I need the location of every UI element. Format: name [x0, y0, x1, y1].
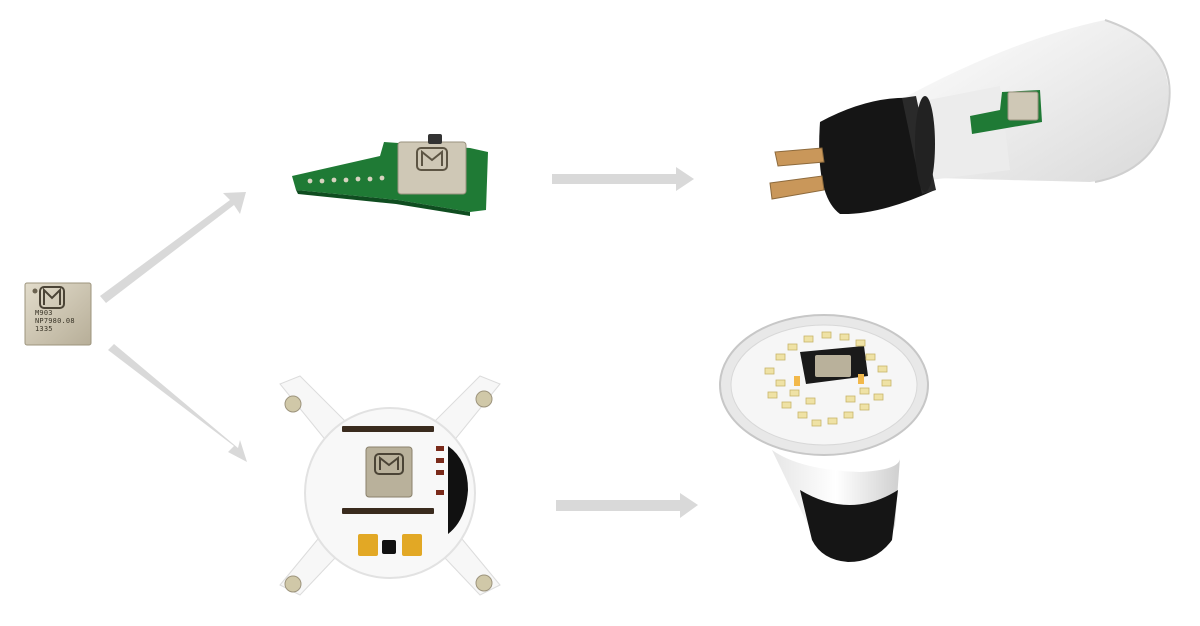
arrow-board-to-downlight: [556, 493, 698, 518]
led-driver-board-image: [279, 375, 501, 596]
chip-marking-line-2: NP7980.08: [35, 317, 75, 325]
chip-marking: M903 NP7980.08 1335: [35, 309, 85, 333]
m-logo-icon: [39, 286, 65, 309]
smart-bulb-plug-image: [769, 19, 1171, 215]
chip-image: [24, 282, 92, 346]
arrow-module-to-plug-bulb: [552, 167, 694, 191]
arrow-chip-to-module: [100, 192, 246, 303]
pcb-module-image: [292, 134, 488, 216]
chip-marking-line-3: 1335: [35, 325, 53, 333]
led-downlight-image: [719, 314, 929, 562]
chip-marking-line-1: M903: [35, 309, 53, 317]
arrow-chip-to-board: [108, 344, 247, 462]
